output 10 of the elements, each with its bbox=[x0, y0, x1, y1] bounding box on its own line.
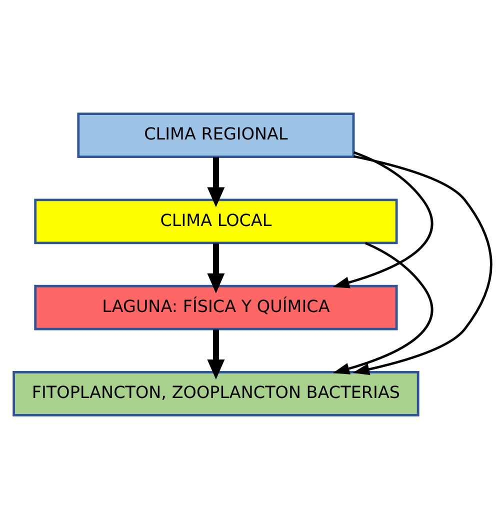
node-box: LAGUNA: FÍSICA Y QUÍMICA bbox=[34, 284, 398, 330]
arrow bbox=[206, 156, 224, 207]
node-box: CLIMA LOCAL bbox=[34, 198, 398, 244]
arrow bbox=[352, 154, 492, 375]
arrow bbox=[332, 241, 432, 374]
arrow bbox=[332, 150, 432, 288]
arrow bbox=[206, 242, 224, 293]
node-box: CLIMA REGIONAL bbox=[76, 112, 354, 158]
arrow bbox=[206, 328, 224, 379]
node-box: FITOPLANCTON, ZOOPLANCTON BACTERIAS bbox=[12, 370, 419, 416]
